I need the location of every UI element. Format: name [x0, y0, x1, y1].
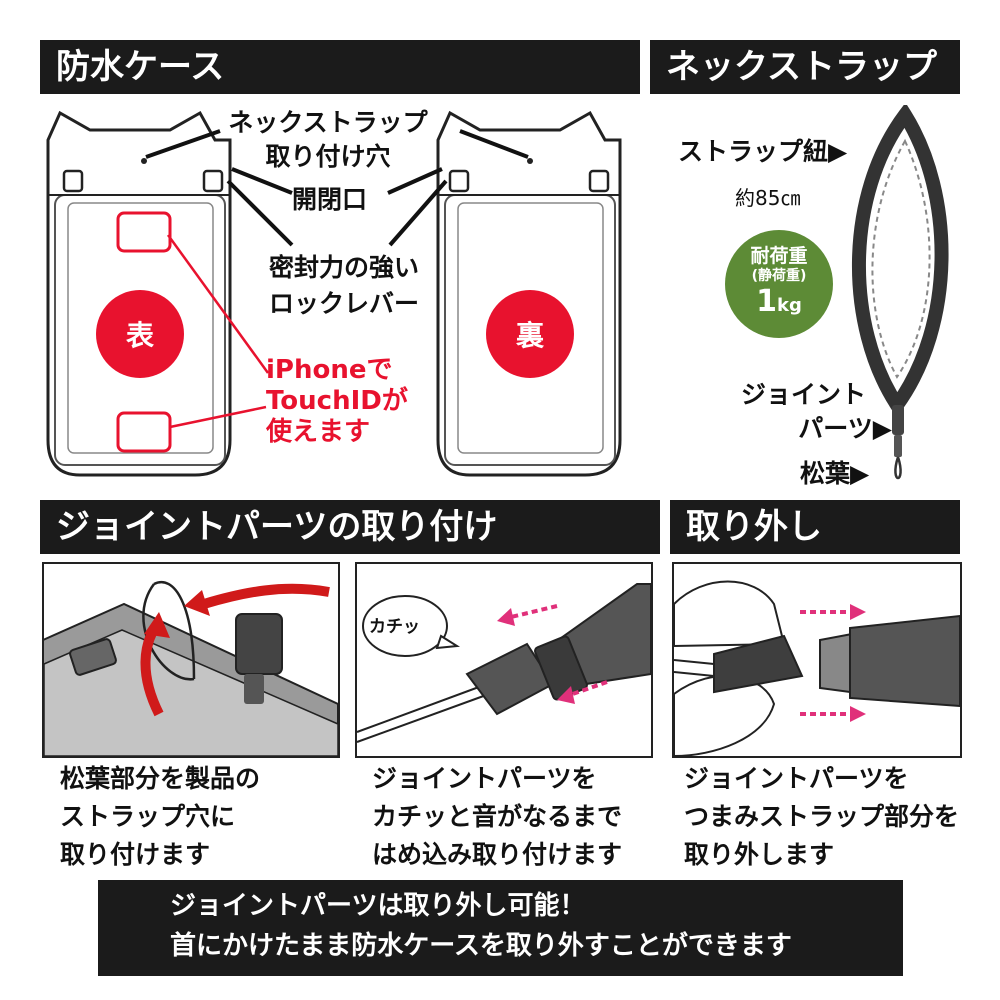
leader-lines [145, 129, 529, 247]
click-sound-label: カチッ [369, 617, 420, 637]
step1-panel [42, 562, 340, 758]
step3-caption: ジョイントパーツを つまみストラップ部分を 取り外します [684, 764, 960, 869]
strap-hole-label: ネックストラップ 取り付け穴 [228, 108, 428, 171]
section-header-case: 防水ケース [40, 40, 640, 94]
back-label: 裏 [515, 319, 544, 352]
bottom-banner: ジョイントパーツは取り外し可能！ 首にかけたまま防水ケースを取り外すことができま… [98, 880, 903, 976]
pine-needle-label: 松葉▶ [800, 459, 870, 488]
load-capacity-badge: 耐荷重 (静荷重) 1kg [725, 230, 833, 338]
step3-panel [672, 562, 962, 758]
step1-illustration [44, 581, 338, 756]
section-header-attach: ジョイントパーツの取り付け [40, 500, 660, 554]
section-header-strap: ネックストラップ [650, 40, 960, 94]
front-label-circle: 表 [96, 290, 184, 378]
section-header-remove: 取り外し [670, 500, 960, 554]
back-label-circle: 裏 [486, 290, 574, 378]
lock-lever-label: 密封力の強い ロックレバー [268, 253, 419, 318]
step1-caption: 松葉部分を製品の ストラップ穴に 取り付けます [60, 764, 261, 869]
banner-line1: ジョイントパーツは取り外し可能！ [170, 891, 586, 921]
opening-label: 開閉口 [292, 185, 368, 214]
touchid-label: iPhoneで TouchIDが 使えます [266, 355, 408, 447]
strap-cord-label: ストラップ紐▶ [678, 137, 848, 166]
banner-line2: 首にかけたまま防水ケースを取り外すことができます [170, 931, 792, 961]
strap-length-label: 約85㎝ [735, 186, 801, 210]
neck-strap-illustration [851, 105, 949, 479]
step2-illustration [357, 583, 651, 743]
step3-illustration [674, 580, 960, 756]
step2-caption: ジョイントパーツを カチッと音がなるまで はめ込み取り付けます [372, 764, 623, 869]
joint-parts-label: ジョイント パーツ▶ [740, 380, 892, 443]
front-label: 表 [125, 319, 154, 352]
step2-panel: カチッ [355, 562, 653, 758]
touchid-leader-lines [166, 234, 270, 429]
